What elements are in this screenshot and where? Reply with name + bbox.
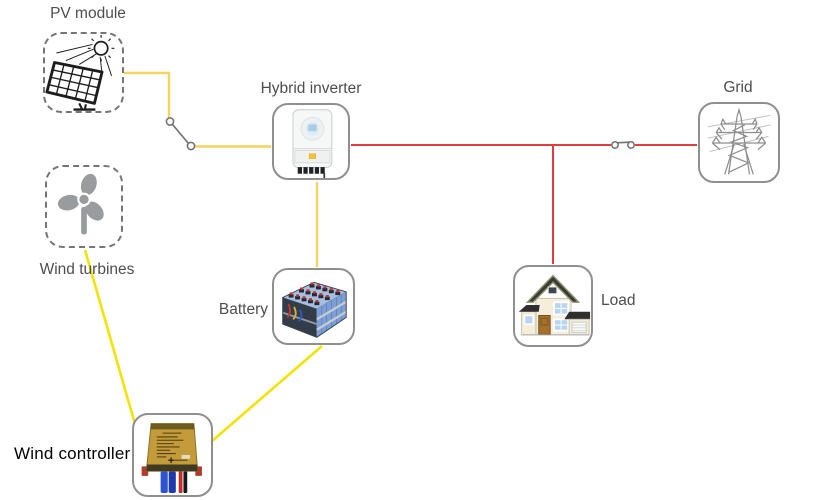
wind-turbines-label: Wind turbines xyxy=(39,261,135,278)
grid-label: Grid xyxy=(723,79,753,96)
solar-panel-icon xyxy=(45,34,115,111)
inverter-icon xyxy=(292,109,333,178)
wire-battery-to-controller xyxy=(211,345,323,442)
house-icon xyxy=(518,274,591,336)
wind-controller-node xyxy=(132,413,213,497)
battery-node xyxy=(272,268,355,345)
wire-turbine-to-controller xyxy=(83,249,137,425)
battery-label: Battery xyxy=(218,301,268,318)
grid-tie-switch xyxy=(611,141,635,149)
battery-pack-icon xyxy=(281,281,347,338)
load-label: Load xyxy=(601,292,636,309)
grid-node xyxy=(698,102,780,183)
wind-turbine-icon xyxy=(57,173,104,235)
transmission-tower-icon xyxy=(707,107,771,175)
wire-pv-to-switch xyxy=(124,71,171,118)
pv-module-label: PV module xyxy=(50,5,126,22)
hybrid-inverter-label: Hybrid inverter xyxy=(260,80,362,97)
pv-module-node xyxy=(43,32,124,113)
load-node xyxy=(513,265,593,347)
hybrid-inverter-node xyxy=(272,103,350,180)
wind-controller-label: Wind controller xyxy=(14,444,131,463)
wind-turbines-node xyxy=(45,165,123,248)
pv-disconnect-switch xyxy=(165,117,196,151)
controller-board-icon xyxy=(141,423,202,494)
